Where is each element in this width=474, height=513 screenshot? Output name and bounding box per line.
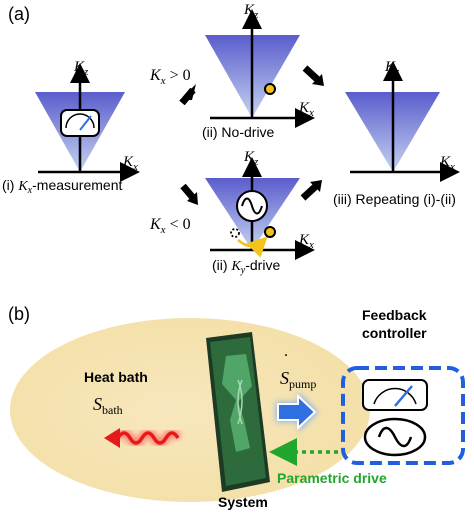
kx-label: Kx (298, 232, 314, 251)
kz-label: Kz (384, 59, 400, 78)
condition-negative: Kx < 0 (149, 216, 191, 236)
condition-positive: Kx > 0 (149, 67, 191, 87)
kz-label: Kz (243, 149, 259, 168)
heat-bath-label: Heat bath (84, 369, 148, 385)
kx-label: Kx (439, 154, 455, 173)
system-chip (206, 332, 270, 492)
heat-wave-arrow (104, 428, 182, 448)
controller-box (341, 366, 465, 465)
cone-nodrive: Kz Kx (ii) No-drive (202, 2, 315, 140)
pump-arrow (276, 392, 318, 432)
caption-measurement: (i) Kx-measurement (2, 177, 122, 196)
sine-wave-icon (236, 190, 268, 222)
s-bath-dot: ˙ (96, 376, 102, 396)
kx-label: Kx (298, 100, 314, 119)
feedback-line2: controller (362, 325, 427, 341)
electron-dot (264, 226, 276, 238)
kx-label: Kx (122, 154, 138, 173)
cone-kydrive: Kz Kx (ii) Ky-drive (205, 149, 315, 276)
panel-b-label: (b) (8, 304, 30, 324)
caption-repeating: (iii) Repeating (i)-(ii) (333, 191, 456, 207)
sine-wave-icon (363, 417, 427, 457)
meter-icon (362, 379, 428, 411)
flow-arrows (179, 65, 324, 205)
arrow-icon (187, 192, 198, 205)
parametric-drive-label: Parametric drive (277, 470, 387, 486)
meter-icon (60, 109, 100, 137)
feedback-line1: Feedback (362, 307, 427, 323)
kz-label: Kz (243, 2, 259, 21)
kz-label: Kz (73, 59, 89, 78)
s-bath-label: Sbath (93, 394, 123, 417)
arrow-icon (104, 428, 120, 448)
arrow-icon (312, 74, 324, 86)
cone-measurement: Kz Kx (i) Kx-measurement (2, 59, 140, 196)
electron-dot (264, 83, 276, 95)
s-pump-label: Spump (280, 368, 316, 391)
caption-kydrive: (ii) Ky-drive (212, 257, 280, 276)
electron-ghost (230, 228, 240, 238)
s-pump-dot: ˙ (283, 350, 289, 370)
caption-nodrive: (ii) No-drive (202, 124, 275, 140)
arrow-icon (310, 180, 322, 192)
system-label: System (218, 494, 268, 510)
transfer-arrow (237, 236, 268, 258)
cone-repeating: Kz Kx (iii) Repeating (i)-(ii) (333, 59, 460, 207)
panel-a-label: (a) (8, 4, 30, 24)
